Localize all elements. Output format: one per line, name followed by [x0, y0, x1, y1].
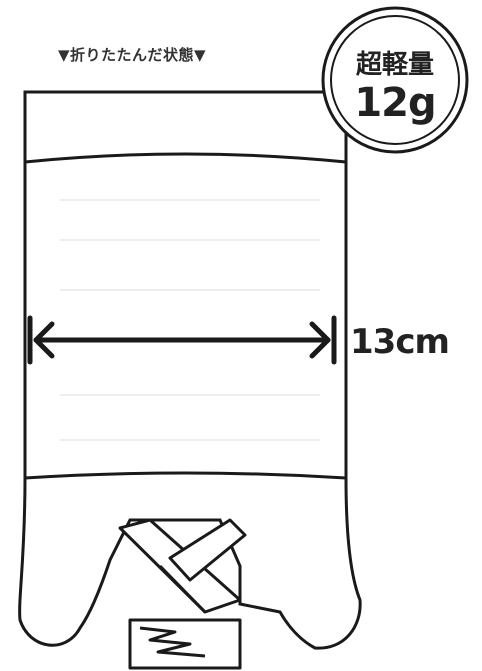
- strap-edge: [158, 564, 207, 614]
- strap-fold: [118, 518, 247, 670]
- strap-zigzag: [139, 626, 206, 658]
- strap-right-band: [168, 518, 247, 582]
- weight-badge-value: 12g: [354, 80, 436, 126]
- width-arrow: [27, 315, 337, 365]
- fabric-texture: [60, 199, 320, 441]
- folded-state-caption: ▼折りたたんだ状態▼: [58, 46, 207, 64]
- weight-badge-ring: [321, 6, 469, 154]
- bottom-fold-line: [24, 471, 347, 480]
- weight-badge: 超軽量 12g: [320, 8, 470, 158]
- weight-badge-title: 超軽量: [355, 50, 434, 80]
- width-dimension-label: 13cm: [350, 322, 450, 362]
- top-fold-line: [24, 152, 347, 164]
